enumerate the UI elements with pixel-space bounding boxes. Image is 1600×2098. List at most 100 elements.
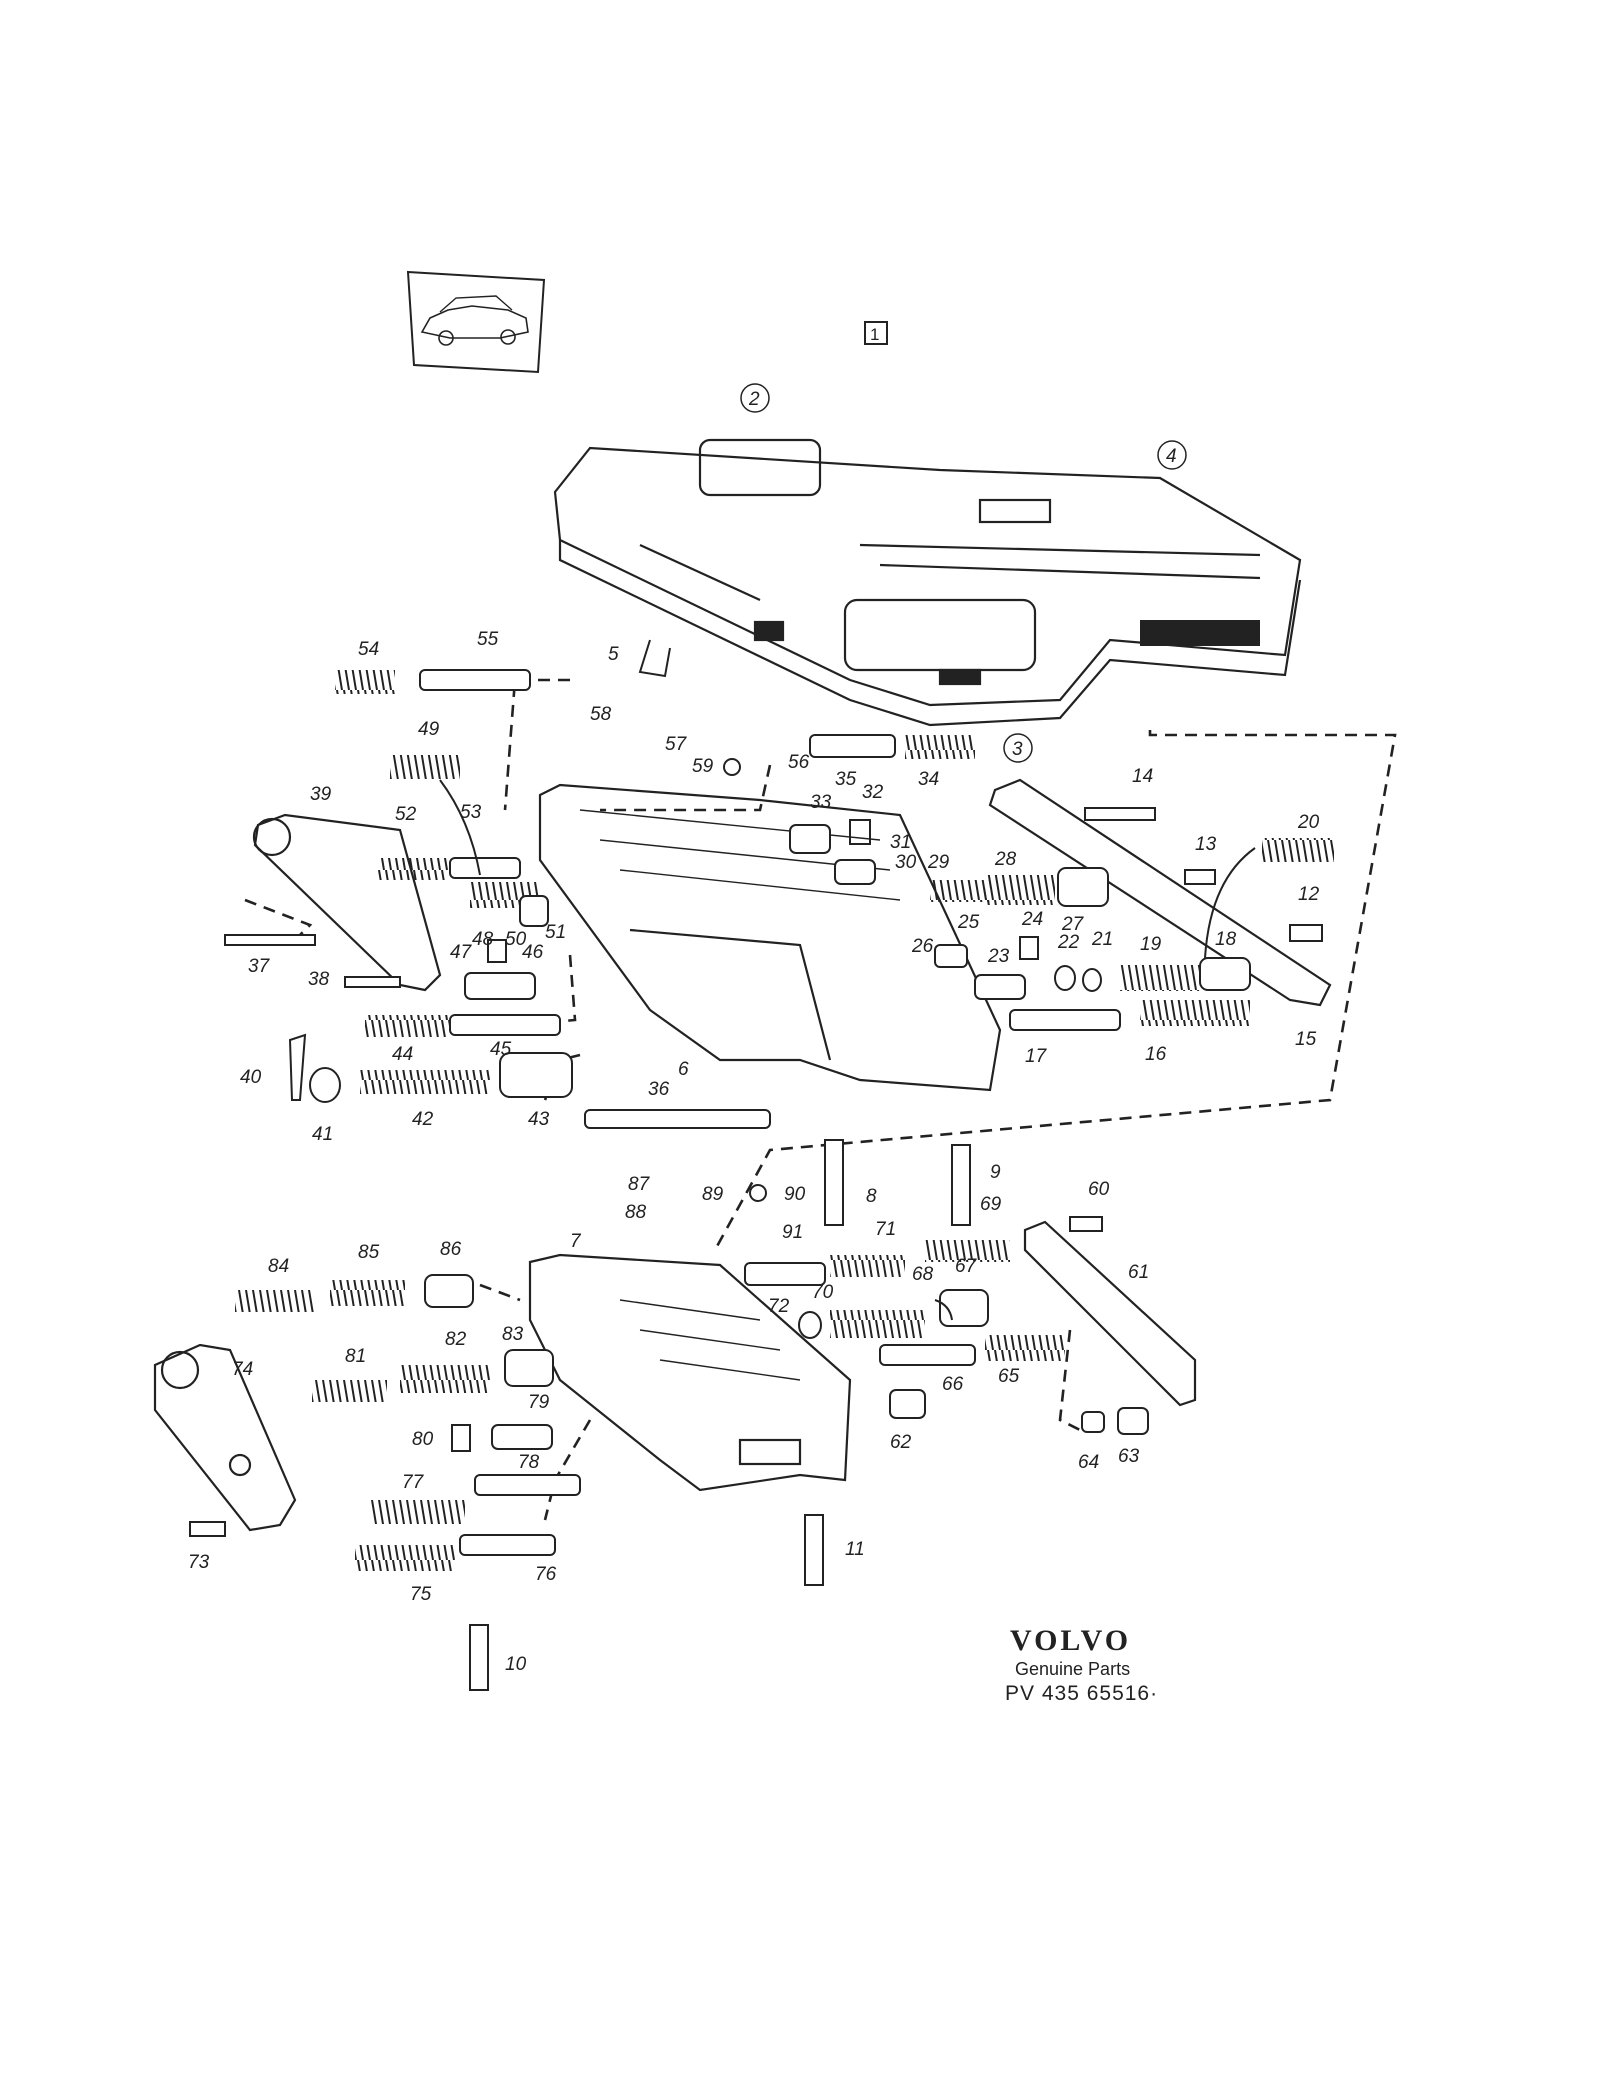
callout-5: 5 [608, 644, 619, 665]
arrow-49 [439, 779, 481, 876]
callout-43: 43 [528, 1109, 550, 1130]
callout-78: 78 [518, 1452, 540, 1473]
callout-35: 35 [835, 769, 857, 790]
callout-61: 61 [1128, 1262, 1149, 1283]
cover-plate-15 [988, 778, 1332, 1007]
callout-51: 51 [545, 922, 566, 943]
spring-16 [1140, 1000, 1250, 1026]
callout-23: 23 [987, 946, 1010, 967]
spring-42 [360, 1070, 490, 1094]
bolt-12 [1289, 924, 1323, 942]
valve-36 [584, 1109, 771, 1129]
bolt-11 [804, 1514, 824, 1586]
plug-23 [974, 974, 1026, 1000]
callout-84: 84 [268, 1256, 289, 1277]
callout-46: 46 [522, 942, 544, 963]
callout-33: 33 [810, 792, 832, 813]
bolt-73 [189, 1521, 226, 1537]
bolt-38 [344, 976, 401, 988]
valve-76 [459, 1534, 556, 1556]
retainer-5 [638, 639, 671, 678]
callout-4: 4 [1157, 440, 1187, 470]
arrow-68 [934, 1299, 953, 1321]
spring-75 [355, 1545, 455, 1571]
callout-16: 16 [1145, 1044, 1167, 1065]
spring-19 [1120, 965, 1200, 991]
callout-38: 38 [308, 969, 330, 990]
callout-80: 80 [412, 1429, 434, 1450]
bolt-8 [824, 1139, 844, 1226]
plug-86 [424, 1274, 474, 1308]
spring-65 [985, 1335, 1065, 1361]
callout-45: 45 [490, 1039, 512, 1060]
variant-box: 1 [864, 321, 888, 345]
callout-74: 74 [232, 1359, 253, 1380]
spring-68 [830, 1310, 925, 1338]
callout-57: 57 [665, 734, 688, 755]
callout-65: 65 [998, 1366, 1020, 1387]
car-thumbnail-icon [406, 270, 546, 374]
callout-88: 88 [625, 1202, 647, 1223]
callout-30: 30 [895, 852, 917, 873]
callout-83: 83 [502, 1324, 524, 1345]
callout-8: 8 [866, 1186, 877, 1207]
bolts [189, 807, 1323, 1691]
plug-43 [499, 1052, 573, 1098]
valve-53 [449, 857, 521, 879]
spring-85 [330, 1280, 405, 1306]
callout-41: 41 [312, 1124, 333, 1145]
valve-17 [1009, 1009, 1121, 1031]
callout-64: 64 [1078, 1452, 1099, 1473]
plug-64 [1081, 1411, 1105, 1433]
valve-45 [449, 1014, 561, 1036]
spring-77 [370, 1500, 465, 1524]
washer-21 [1082, 968, 1102, 992]
cover-plate-61 [1023, 1220, 1197, 1407]
part-number: PV 435 65516· [1005, 1682, 1158, 1705]
callout-72: 72 [768, 1296, 790, 1317]
upper-valve-body [553, 438, 1302, 727]
variant-box-label: 1 [870, 325, 879, 344]
clip-80 [451, 1424, 471, 1452]
callout-79: 79 [528, 1392, 550, 1413]
spring-71 [830, 1255, 905, 1277]
callout-10: 10 [505, 1654, 527, 1675]
callout-21: 21 [1091, 929, 1113, 950]
callout-42: 42 [412, 1109, 434, 1130]
callout-25: 25 [957, 912, 980, 933]
washer-41 [309, 1067, 341, 1103]
callout-47: 47 [450, 942, 473, 963]
callout-3: 3 [1003, 733, 1033, 763]
callout-28: 28 [994, 849, 1017, 870]
brand-logo: VOLVO [1010, 1624, 1131, 1657]
svg-text:2: 2 [748, 389, 760, 410]
valve-35 [809, 734, 896, 758]
spring-49 [390, 755, 460, 779]
spring-69 [925, 1240, 1010, 1262]
spring-44 [365, 1015, 450, 1037]
callout-60: 60 [1088, 1179, 1110, 1200]
callout-14: 14 [1132, 766, 1153, 787]
callout-22: 22 [1057, 932, 1080, 953]
plug-30 [834, 859, 876, 885]
callout-85: 85 [358, 1242, 380, 1263]
cover-plate-39 [252, 813, 442, 992]
clip-32 [849, 819, 871, 845]
spring-34 [905, 735, 975, 759]
callout-24: 24 [1021, 909, 1043, 930]
spring-28 [985, 875, 1055, 905]
washer-70 [798, 1311, 822, 1339]
callout-39: 39 [310, 784, 332, 805]
callout-66: 66 [942, 1374, 964, 1395]
callout-49: 49 [418, 719, 440, 740]
callout-13: 13 [1195, 834, 1217, 855]
plug-25 [934, 944, 968, 968]
springs [235, 670, 1334, 1571]
callout-86: 86 [440, 1239, 462, 1260]
callout-63: 63 [1118, 1446, 1140, 1467]
plug-27 [1057, 867, 1109, 907]
callout-9: 9 [990, 1162, 1001, 1183]
callout-62: 62 [890, 1432, 912, 1453]
valve-66 [879, 1344, 976, 1366]
callout-75: 75 [410, 1584, 432, 1605]
